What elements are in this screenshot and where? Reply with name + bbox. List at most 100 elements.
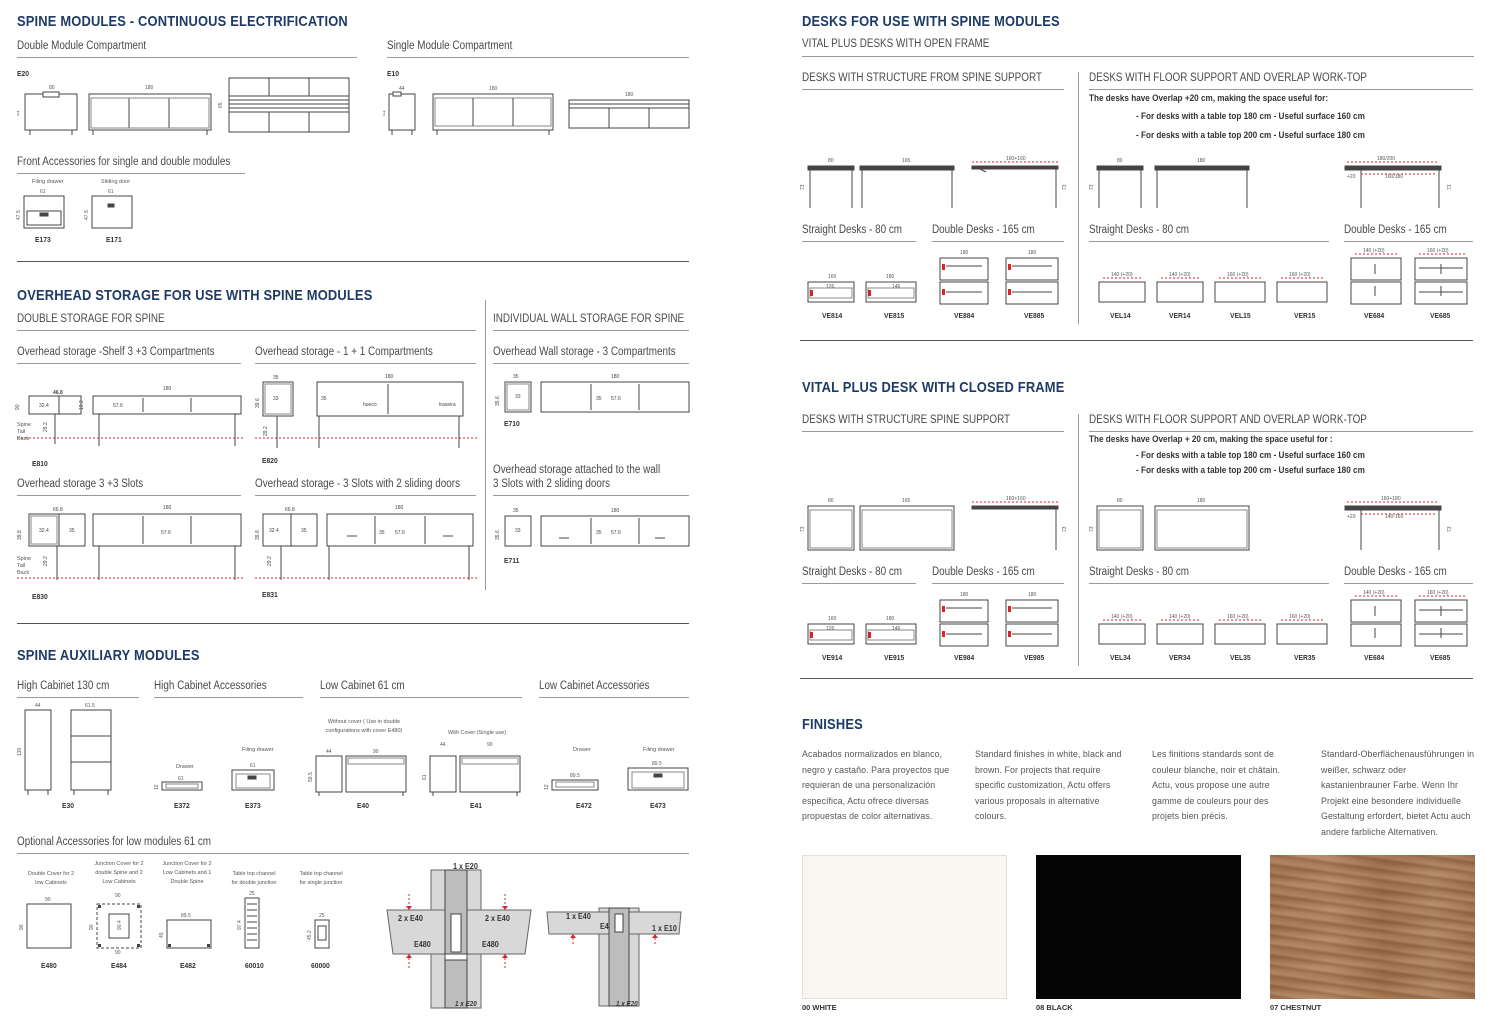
svg-text:140 (+20): 140 (+20): [1363, 248, 1385, 254]
svg-text:traseira: traseira: [439, 402, 456, 408]
svg-text:57.6: 57.6: [395, 530, 405, 536]
vital-open-heading: VITAL PLUS DESKS WITH OPEN FRAME: [802, 38, 990, 50]
code-e171: E171: [106, 235, 122, 244]
svg-text:180: 180: [886, 274, 895, 280]
struct-spine2-heading: DESKS WITH STRUCTURE SPINE SUPPORT: [802, 414, 1011, 426]
svg-text:180: 180: [163, 386, 172, 392]
svg-text:46.8: 46.8: [53, 390, 63, 396]
code-e20: E20: [17, 69, 30, 78]
aux-modules-title: SPINE AUXILIARY MODULES: [17, 647, 200, 664]
code-60000: 60000: [311, 961, 330, 970]
code-e173: E173: [35, 235, 51, 244]
svg-text:73: 73: [1062, 184, 1068, 190]
svg-text:66.8: 66.8: [285, 507, 295, 513]
svg-text:126: 126: [826, 626, 835, 632]
single-module-heading: Single Module Compartment: [387, 40, 513, 52]
plan-1xe20-top: 1 x E20: [453, 862, 478, 871]
svg-text:65: 65: [218, 102, 224, 108]
code-e472: E472: [576, 801, 592, 810]
code-e473: E473: [650, 801, 666, 810]
filing-drawer-label: Filing drawer: [32, 179, 64, 185]
code-ve814: VE814: [822, 311, 843, 320]
svg-text:57.6: 57.6: [611, 396, 621, 402]
code-ve684-b: VE684: [1364, 653, 1385, 662]
straight-80-heading-3: Straight Desks - 80 cm: [802, 566, 903, 578]
swatch-chestnut: [1270, 855, 1475, 999]
svg-text:25: 25: [249, 891, 255, 897]
svg-text:61: 61: [40, 189, 46, 195]
open-frame-plan-drawing-2: 140 (+20)140 (+20) 160 (+20)160 (+20) 14…: [1085, 248, 1475, 310]
low-cabinet-heading: Low Cabinet 61 cm: [320, 680, 405, 692]
swatch-white-label: 00 WHITE: [802, 1003, 837, 1012]
svg-text:180: 180: [145, 85, 154, 91]
finish-text-es: Acabados normalizados en blanco, negro y…: [802, 749, 950, 821]
acc-channel-double-label: Table top channel for double junction: [231, 871, 277, 886]
code-60010: 60010: [245, 961, 264, 970]
svg-text:160: 160: [828, 616, 837, 622]
svg-text:180: 180: [1197, 158, 1206, 164]
plan-e4: E4: [600, 922, 609, 931]
svg-text:59.5: 59.5: [308, 772, 314, 782]
svg-text:35: 35: [379, 530, 385, 536]
svg-text:61: 61: [383, 110, 387, 116]
svg-text:35: 35: [301, 528, 307, 534]
with-cover-label: With Cover (Single use): [448, 730, 507, 736]
svg-text:33: 33: [515, 528, 521, 534]
svg-text:35: 35: [513, 508, 519, 514]
overlap2-note-3: - For desks with a table top 200 cm - Us…: [1136, 465, 1365, 476]
svg-text:90: 90: [373, 749, 379, 755]
svg-text:140 (+20): 140 (+20): [1169, 614, 1191, 620]
code-ver15: VER15: [1294, 311, 1316, 320]
desks-title: DESKS FOR USE WITH SPINE MODULES: [802, 13, 1060, 30]
svg-text:35: 35: [321, 396, 327, 402]
spine-tail-back-1: Spine Tail Back: [17, 422, 32, 442]
straight-80-heading-4: Straight Desks - 80 cm: [1089, 566, 1190, 578]
svg-text:44: 44: [326, 749, 332, 755]
code-e30: E30: [62, 801, 75, 810]
svg-text:73: 73: [1447, 184, 1453, 190]
junction-plan-double: [386, 866, 532, 1012]
code-e820: E820: [262, 456, 278, 465]
svg-text:73: 73: [800, 184, 806, 190]
svg-text:29.2: 29.2: [267, 556, 273, 566]
svg-text:45.2: 45.2: [307, 930, 313, 940]
double-165-heading-3: Double Desks - 165 cm: [932, 566, 1035, 578]
code-e711: E711: [504, 556, 520, 565]
code-ve884: VE884: [954, 311, 975, 320]
swatch-black: [1036, 855, 1241, 999]
swatch-white: [802, 855, 1007, 999]
svg-text:80: 80: [1117, 158, 1123, 164]
svg-text:19.2: 19.2: [79, 400, 85, 410]
svg-text:66.8: 66.8: [53, 507, 63, 513]
svg-text:32.4: 32.4: [39, 528, 49, 534]
svg-text:160+160: 160+160: [1006, 156, 1026, 162]
svg-text:73: 73: [1089, 184, 1095, 190]
svg-text:47.5: 47.5: [84, 210, 90, 220]
svg-text:160 (+20): 160 (+20): [1227, 614, 1249, 620]
svg-text:160+180: 160+180: [1381, 496, 1401, 502]
finish-text-fr: Les finitions standards sont de couleur …: [1152, 749, 1281, 821]
code-vel15: VEL15: [1230, 311, 1251, 320]
svg-text:73: 73: [1062, 526, 1068, 532]
code-vel35: VEL35: [1230, 653, 1251, 662]
svg-text:57.6: 57.6: [611, 530, 621, 536]
vital-closed-title: VITAL PLUS DESK WITH CLOSED FRAME: [802, 379, 1065, 396]
svg-text:73: 73: [1447, 526, 1453, 532]
individual-wall-heading: INDIVIDUAL WALL STORAGE FOR SPINE: [493, 313, 685, 325]
svg-text:90: 90: [45, 897, 51, 903]
low-cabinet-acc-drawing: 89.589.5 12: [544, 761, 690, 798]
svg-text:44: 44: [399, 86, 405, 92]
acc-double-cover-label: Double Cover for 2 low Cabinets: [27, 871, 75, 886]
finish-text-en: Standard finishes in white, black and br…: [975, 749, 1122, 821]
code-ver14: VER14: [1169, 311, 1191, 320]
svg-text:39.6: 39.6: [255, 398, 261, 408]
code-ve815: VE815: [884, 311, 905, 320]
code-ve885: VE885: [1024, 311, 1045, 320]
svg-text:35: 35: [596, 396, 602, 402]
finish-text-de: Standard-Oberflächenausführungen in weiß…: [1321, 749, 1475, 837]
without-cover-label: Without cover ( Use in double configurat…: [325, 719, 403, 734]
